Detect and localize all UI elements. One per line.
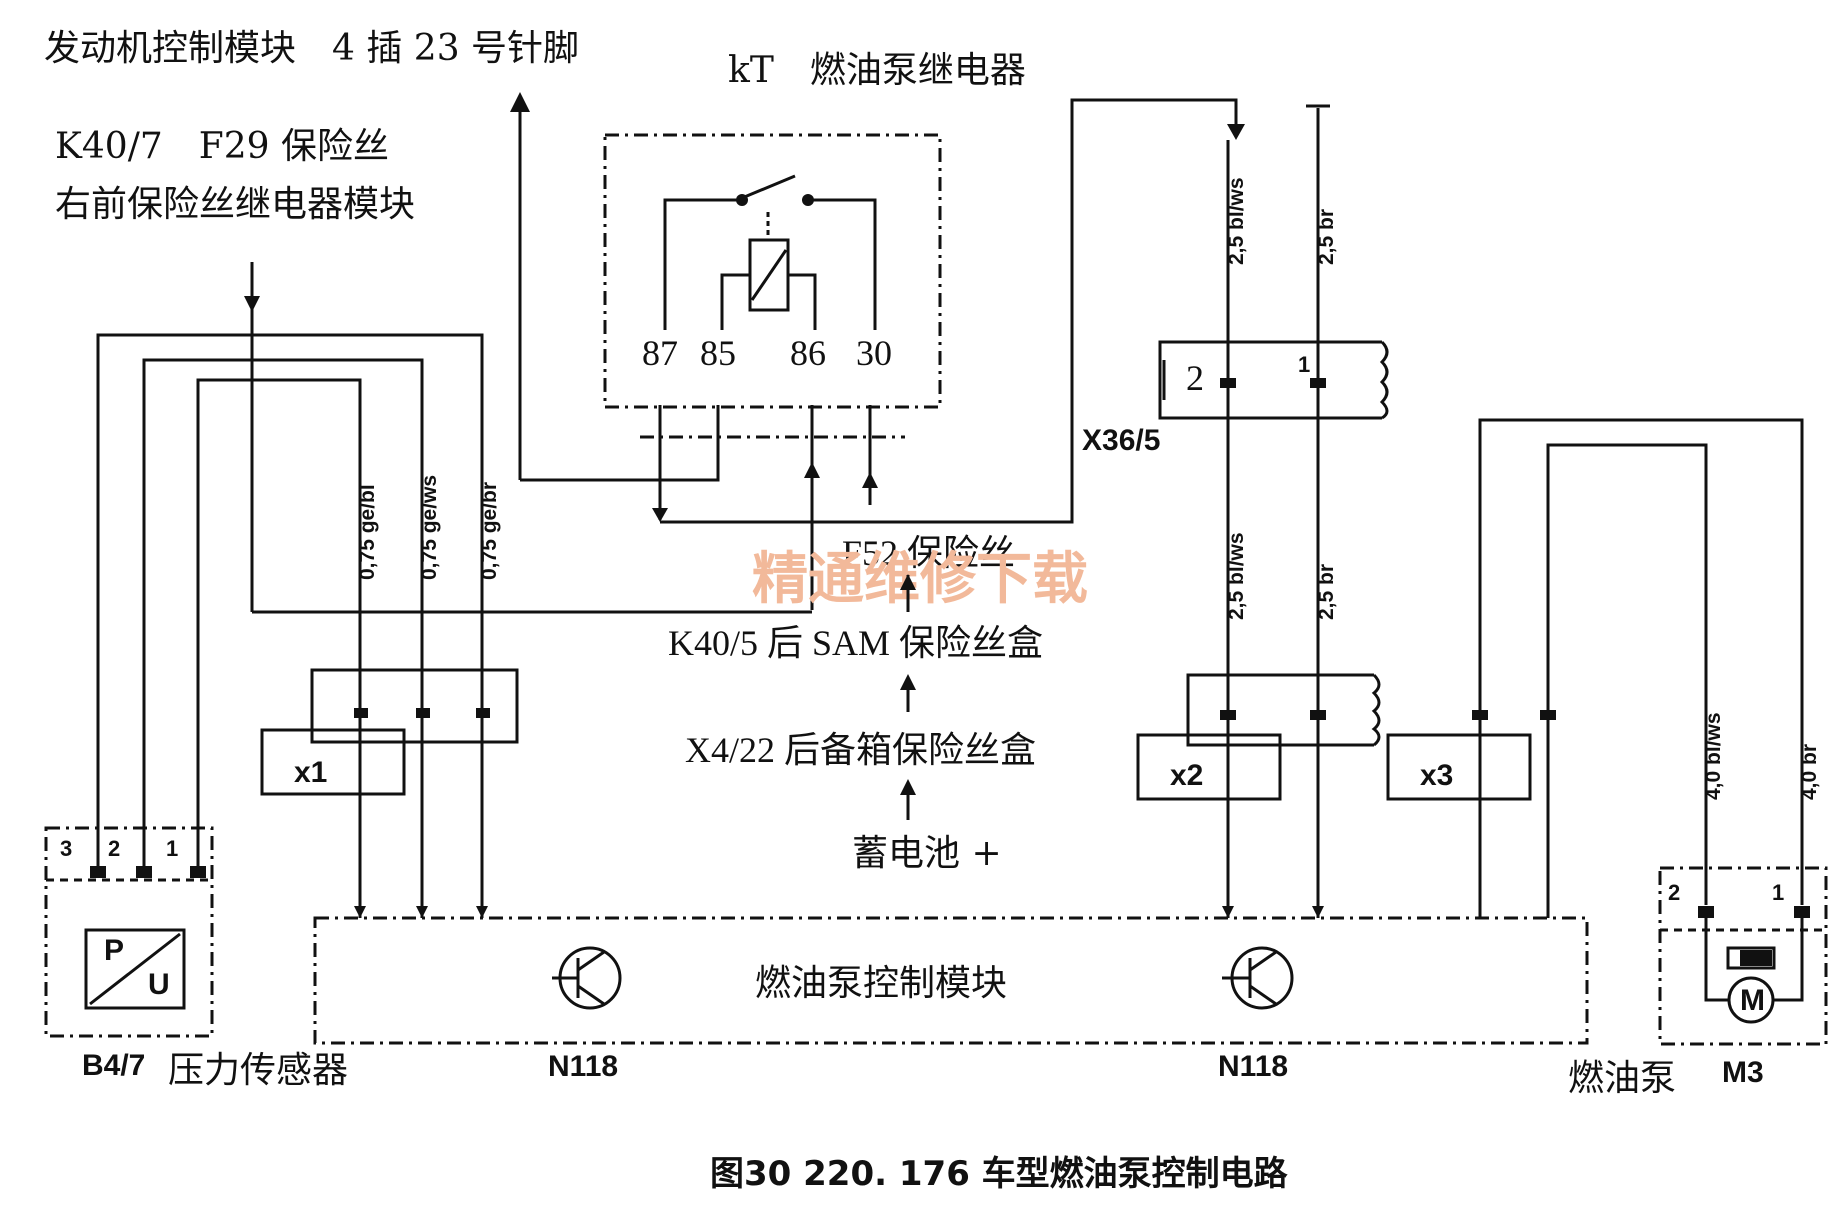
motor-symbol: M bbox=[1740, 984, 1765, 1017]
pump-wiring: x3 bbox=[1386, 418, 1804, 918]
x36-5-label: X36/5 bbox=[1082, 424, 1160, 457]
k40-5-label: K40/5 后 SAM 保险丝盒 bbox=[668, 623, 1043, 663]
wire-label-8: 4,0 bl/ws bbox=[1702, 712, 1725, 800]
fuel-pump-relay: 87 85 86 30 bbox=[603, 133, 942, 440]
n118-left-label: N118 bbox=[548, 1050, 618, 1083]
wire-label-1: 0,75 ge/bl bbox=[356, 484, 379, 580]
wire-label-9: 4,0 br bbox=[1798, 744, 1821, 800]
f52-fuse-label: F52 保险丝 bbox=[842, 533, 1015, 573]
left-wiring bbox=[96, 262, 812, 918]
connector-x2: x2 bbox=[1136, 673, 1381, 801]
pump-pin-1: 1 bbox=[1772, 880, 1784, 905]
relay-pin-86: 86 bbox=[790, 333, 826, 373]
x1-label: x1 bbox=[294, 756, 327, 789]
n118-right-label: N118 bbox=[1218, 1050, 1288, 1083]
power-arrows bbox=[900, 574, 916, 820]
control-module-label: 燃油泵控制模块 bbox=[755, 963, 1007, 1004]
wire-label-5: 2,5 br bbox=[1315, 209, 1338, 265]
battery-label: 蓄电池 + bbox=[852, 833, 1002, 874]
fuel-pump-label: 燃油泵 bbox=[1568, 1058, 1676, 1099]
front-fuse-module-label: 右前保险丝继电器模块 bbox=[55, 184, 415, 225]
wire-label-7: 2,5 br bbox=[1315, 564, 1338, 620]
relay-wiring bbox=[520, 98, 1245, 610]
sensor-symbol-p: P bbox=[104, 934, 124, 967]
x3-label: x3 bbox=[1420, 759, 1453, 792]
connector-x36-5: 2 1 bbox=[1158, 340, 1389, 420]
watermark: 精通维修下载 bbox=[752, 546, 1088, 612]
sensor-symbol-u: U bbox=[148, 968, 170, 1001]
transistor-left-icon bbox=[552, 946, 622, 1010]
wire-label-2: 0,75 ge/ws bbox=[418, 475, 441, 580]
sensor-pin-2: 2 bbox=[108, 836, 120, 861]
wire-label-6: 2,5 bl/ws bbox=[1225, 532, 1248, 620]
sensor-pin-3: 3 bbox=[60, 836, 72, 861]
wire-label-4: 2,5 bl/ws bbox=[1225, 177, 1248, 265]
right-wiring bbox=[1226, 104, 1330, 918]
wire-label-3: 0,75 ge/br bbox=[478, 482, 501, 580]
relay-pin-30: 30 bbox=[856, 333, 892, 373]
sensor-pin-1: 1 bbox=[166, 836, 178, 861]
x36-pin-1: 1 bbox=[1298, 352, 1310, 377]
x4-22-label: X4/22 后备箱保险丝盒 bbox=[685, 730, 1036, 770]
relay-pin-87: 87 bbox=[642, 333, 678, 373]
ecm-pin-label: 发动机控制模块 4 插 23 号针脚 bbox=[44, 28, 579, 69]
m3-label: M3 bbox=[1722, 1056, 1764, 1089]
watermark-text: 精通维修下载 bbox=[752, 546, 1088, 612]
transistor-right-icon bbox=[1222, 946, 1294, 1010]
x2-label: x2 bbox=[1170, 759, 1203, 792]
fuel-pump-control-module: 燃油泵控制模块 bbox=[313, 906, 1589, 1045]
ecm-arrow bbox=[510, 92, 530, 480]
x36-pin-2: 2 bbox=[1186, 358, 1204, 398]
motor-icon bbox=[1727, 976, 1775, 1024]
relay-pin-85: 85 bbox=[700, 333, 736, 373]
connector-x1: x1 bbox=[260, 668, 519, 796]
k40-7-f29-label: K40/7 F29 保险丝 bbox=[55, 126, 389, 167]
relay-title: kT 燃油泵继电器 bbox=[728, 50, 1026, 91]
b4-7-label: B4/7 bbox=[82, 1049, 145, 1082]
pump-pin-2: 2 bbox=[1668, 880, 1680, 905]
pressure-sensor-label: 压力传感器 bbox=[168, 1050, 348, 1091]
pressure-sensor-b4-7: 3 2 1 P U bbox=[44, 826, 214, 1038]
figure-caption: 图30 220. 176 车型燃油泵控制电路 bbox=[710, 1154, 1289, 1194]
fuel-pump-m3: 2 1 M bbox=[1658, 866, 1828, 1046]
